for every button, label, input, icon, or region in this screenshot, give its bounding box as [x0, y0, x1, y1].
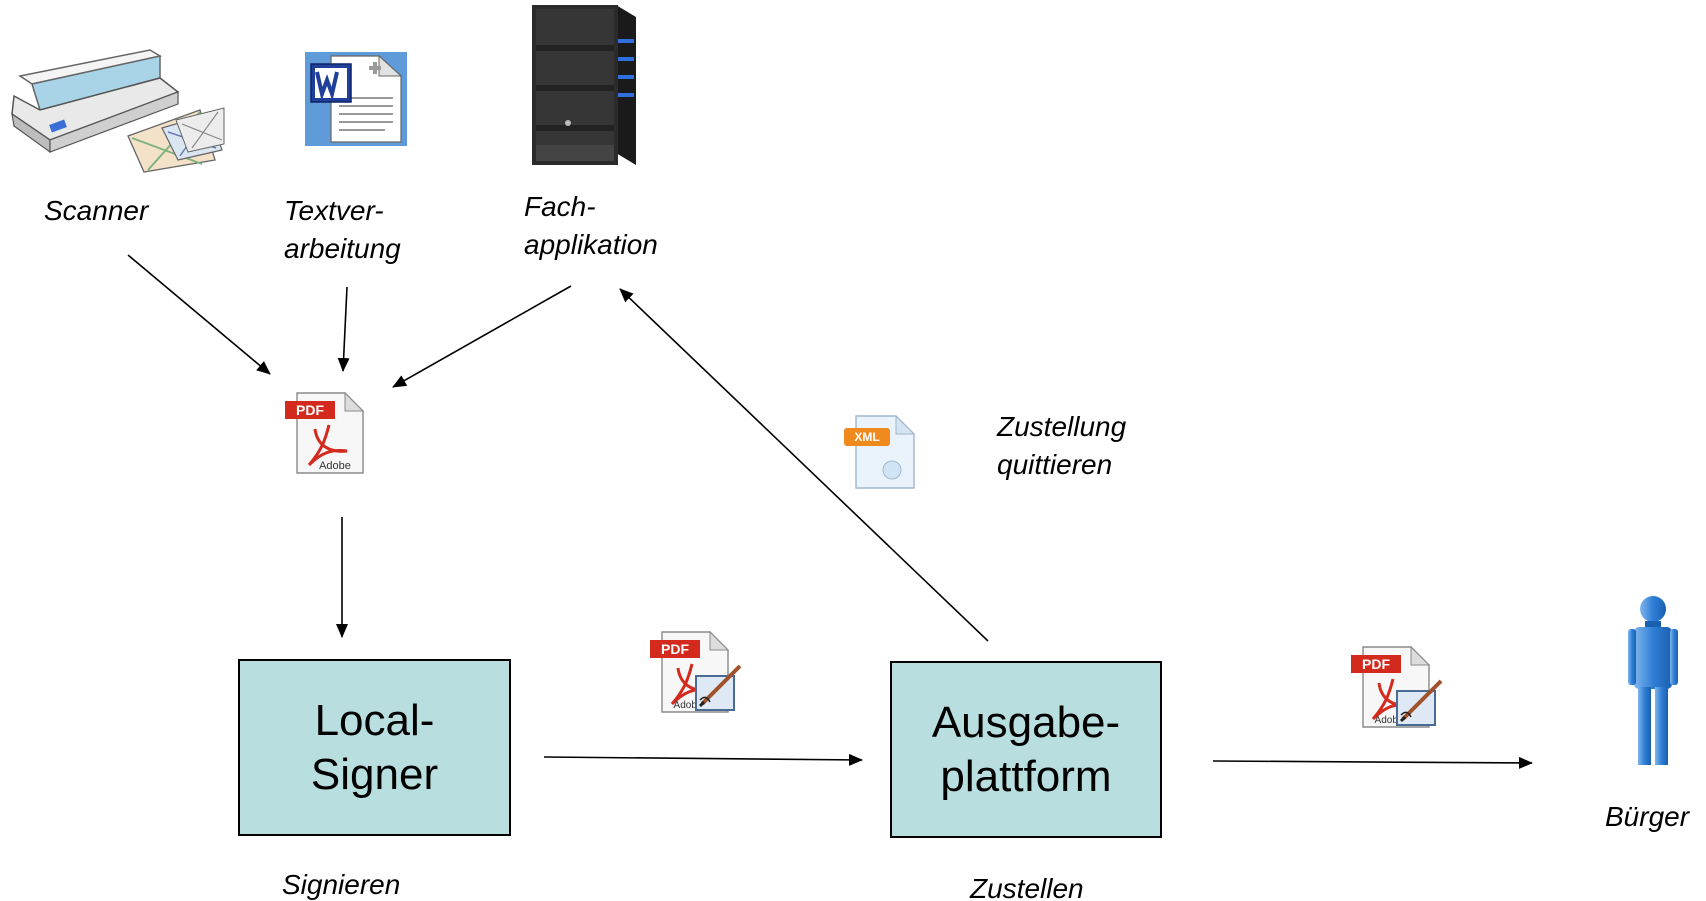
scanner-label: Scanner	[44, 195, 149, 226]
arrow-textverarbeitung-to-pdf	[337, 286, 350, 372]
arrow-fachapplikation-to-pdf	[392, 285, 572, 388]
buerger-label: Bürger	[1605, 801, 1690, 832]
pdf-document-icon: PDF Adobe	[285, 391, 365, 474]
signed-pdf-icon: PDF Adobe	[650, 630, 742, 713]
server-icon	[532, 5, 636, 165]
signed-pdf-icon: PDF Adobe	[1351, 645, 1443, 728]
scanner-icon	[11, 49, 225, 173]
ausgabeplattform-box: Ausgabe- plattform	[890, 661, 1162, 838]
local-signer-box: Local- Signer	[238, 659, 511, 836]
zustellung-quittieren-label: Zustellung quittieren	[997, 411, 1127, 480]
svg-text:PDF: PDF	[1362, 656, 1390, 672]
svg-text:PDF: PDF	[661, 641, 689, 657]
textverarbeitung-label: Textver- arbeitung	[284, 195, 401, 264]
word-document-icon	[305, 52, 407, 146]
arrow-scanner-to-pdf	[127, 254, 271, 375]
svg-text:PDF: PDF	[296, 402, 324, 418]
svg-text:Adobe: Adobe	[1375, 715, 1404, 726]
svg-text:XML: XML	[854, 430, 879, 444]
svg-text:Adobe: Adobe	[319, 460, 351, 472]
person-icon	[1628, 596, 1678, 765]
arrow-ausgabeplattform-to-buerger	[1212, 756, 1533, 769]
svg-text:Adobe: Adobe	[674, 700, 703, 711]
xml-document-icon: XML	[844, 414, 916, 489]
arrow-ausgabeplattform-to-fachapplikation	[619, 288, 989, 642]
fachapplikation-label: Fach- applikation	[524, 191, 658, 260]
arrow-local-signer-to-ausgabeplattform	[543, 753, 863, 766]
zustellen-label: Zustellen	[970, 873, 1084, 901]
signieren-label: Signieren	[282, 869, 401, 900]
